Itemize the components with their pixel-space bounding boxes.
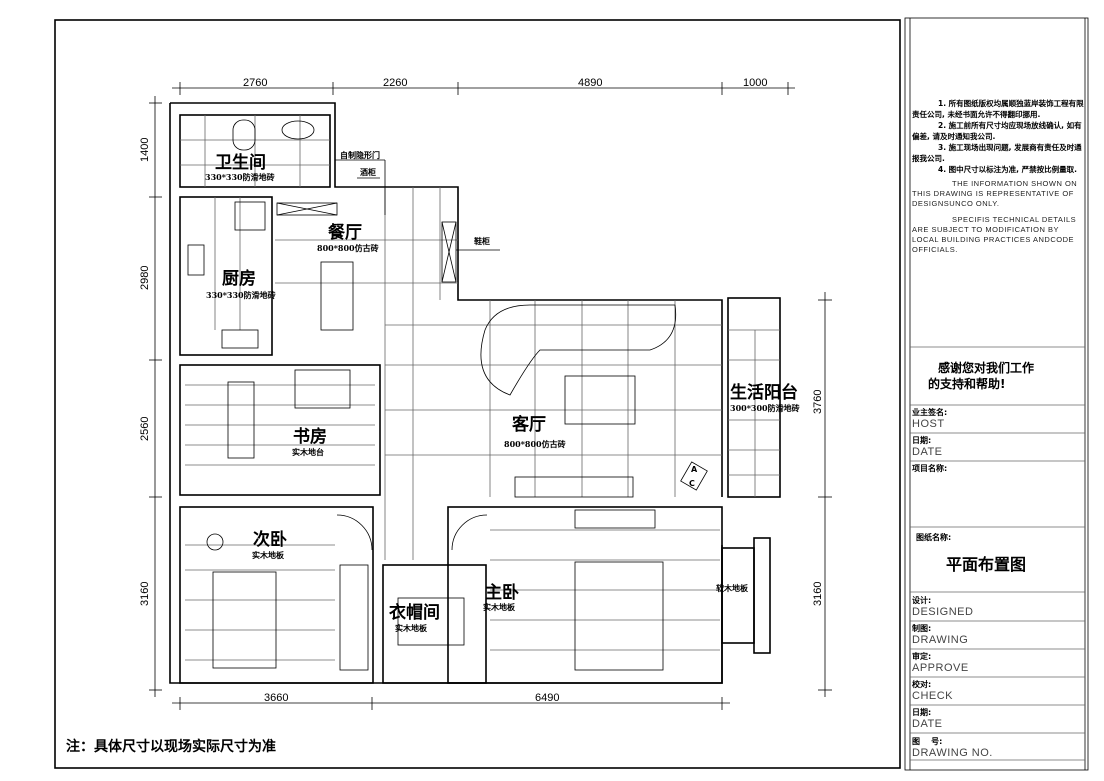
dimension-note: 注：具体尺寸以现场实际尺寸为准 — [66, 739, 276, 755]
room-name-balcony: 生活阳台 — [730, 382, 798, 403]
drawing-no-value: DRAWING NO. — [912, 747, 993, 759]
project-label: 项目名称: — [912, 464, 948, 473]
check-value: CHECK — [912, 690, 954, 702]
second-bed-icon — [212, 571, 277, 669]
label-ac-c: C — [689, 479, 695, 488]
host-value: HOST — [912, 418, 945, 430]
desk-icon — [227, 381, 255, 459]
thanks-line-1: 感谢您对我们工作 — [938, 361, 1035, 375]
room-floor-master-bedroom: 实木地板 — [483, 602, 516, 612]
thanks-message: 感谢您对我们工作 的支持和帮助! — [928, 360, 1034, 392]
note-cn-3: 3. 施工现场出现问题, 发展商有责任及时通报我公司. — [912, 143, 1082, 163]
door-swing-icon — [451, 514, 488, 551]
note-cn-2: 2. 施工前所有尺寸均应现场放线确认, 如有偏差, 请及时通知我公司. — [912, 121, 1082, 141]
date2-value: DATE — [912, 718, 943, 730]
sofa-icon — [480, 304, 677, 396]
dim-left-4: 3160 — [139, 582, 151, 606]
note-en-2: SPECIFIS TECHNICAL DETAILS ARE SUBJECT T… — [912, 215, 1077, 254]
dim-top-2: 2260 — [383, 77, 407, 89]
drawing-label: 制图: — [912, 624, 932, 633]
dining-table-icon — [320, 261, 354, 331]
stove-icon — [221, 329, 259, 349]
room-floor-bathroom: 330*330防滑地砖 — [205, 172, 275, 182]
label-shoe-cabinet: 鞋柜 — [474, 236, 490, 246]
study-sofa-icon — [294, 369, 351, 409]
room-name-living: 客厅 — [511, 414, 546, 435]
drawing-name-label: 图纸名称: — [916, 533, 952, 542]
tv-cabinet-icon — [514, 476, 634, 498]
room-floor-balcony: 300*300防滑地砖 — [730, 403, 800, 413]
wood-floor — [185, 384, 720, 661]
walls — [169, 102, 781, 684]
title-block-lines — [910, 346, 1085, 761]
dim-left-3: 2560 — [139, 417, 151, 441]
approve-value: APPROVE — [912, 662, 969, 674]
master-tv-icon — [574, 509, 656, 529]
room-name-kitchen: 厨房 — [222, 268, 256, 289]
room-floor-bay: 软木地板 — [716, 583, 749, 593]
sink-icon — [187, 244, 205, 276]
dim-bottom-2: 6490 — [535, 692, 559, 704]
room-name-dining: 餐厅 — [328, 222, 362, 243]
thanks-line-2: 的支持和帮助! — [928, 377, 1006, 391]
plant-icon — [206, 533, 224, 551]
drawing-name: 平面布置图 — [946, 555, 1027, 574]
floor-tiles — [180, 115, 780, 560]
check-label: 校对: — [912, 680, 932, 689]
wine-cabinet-icon — [276, 202, 338, 216]
coffee-table-icon — [564, 375, 636, 425]
room-floor-dining: 800*800仿古砖 — [317, 243, 379, 253]
room-floor-second-bedroom: 实木地板 — [252, 550, 285, 560]
drawing-no-label: 图 号: — [912, 737, 943, 746]
wardrobe-icon — [339, 564, 369, 671]
room-floor-cloakroom: 实木地板 — [395, 623, 428, 633]
dim-bottom-1: 3660 — [264, 692, 288, 704]
approve-label: 审定: — [912, 652, 932, 661]
designed-label: 设计: — [912, 596, 932, 605]
toilet-icon — [232, 119, 256, 151]
room-floor-living: 800*800仿古砖 — [504, 439, 566, 449]
note-en-1: THE INFORMATION SHOWN ON THIS DRAWING IS… — [912, 179, 1078, 208]
note-cn-1: 1. 所有图纸版权均属顺独蓝岸装饰工程有限责任公司, 未经书面允许不得翻印挪用. — [912, 99, 1084, 119]
title-block-border — [904, 17, 1089, 771]
door-swing-icon — [336, 514, 373, 551]
dim-right-1: 3760 — [812, 390, 824, 414]
washbasin-icon — [281, 120, 315, 140]
room-name-study: 书房 — [293, 426, 327, 447]
shoe-cabinet-icon — [441, 221, 457, 283]
drawing-border — [54, 19, 901, 769]
label-ac-a: A — [691, 465, 698, 474]
furniture — [187, 119, 708, 671]
ac-unit-icon — [680, 461, 708, 491]
dim-left-2: 2980 — [139, 266, 151, 290]
room-floor-study: 实木地台 — [292, 447, 324, 457]
dim-top-1: 2760 — [243, 77, 267, 89]
dim-left-1: 1400 — [139, 138, 151, 162]
label-wine-cabinet: 酒柜 — [360, 167, 376, 177]
master-bed-icon — [574, 561, 664, 671]
dim-right-2: 3160 — [812, 582, 824, 606]
designed-value: DESIGNED — [912, 606, 974, 618]
drawing-value: DRAWING — [912, 634, 969, 646]
date-value: DATE — [912, 446, 943, 458]
note-cn-4: 4. 图中尺寸以标注为准, 严禁按比例量取. — [938, 165, 1077, 174]
room-name-second-bedroom: 次卧 — [253, 529, 287, 550]
date2-label: 日期: — [912, 708, 932, 717]
date-label: 日期: — [912, 436, 932, 445]
room-floor-kitchen: 330*330防滑地砖 — [206, 290, 276, 300]
dim-top-4: 1000 — [743, 77, 767, 89]
title-block-notes: 1. 所有图纸版权均属顺独蓝岸装饰工程有限责任公司, 未经书面允许不得翻印挪用.… — [912, 98, 1084, 255]
label-hidden-door: 自制隐形门 — [340, 150, 380, 160]
room-name-cloakroom: 衣帽间 — [389, 602, 440, 623]
dim-top-3: 4890 — [578, 77, 602, 89]
room-name-bathroom: 卫生间 — [215, 152, 266, 173]
host-label: 业主签名: — [912, 408, 948, 417]
dimension-lines — [149, 82, 832, 710]
room-name-master-bedroom: 主卧 — [485, 582, 519, 603]
fridge-icon — [234, 201, 266, 231]
